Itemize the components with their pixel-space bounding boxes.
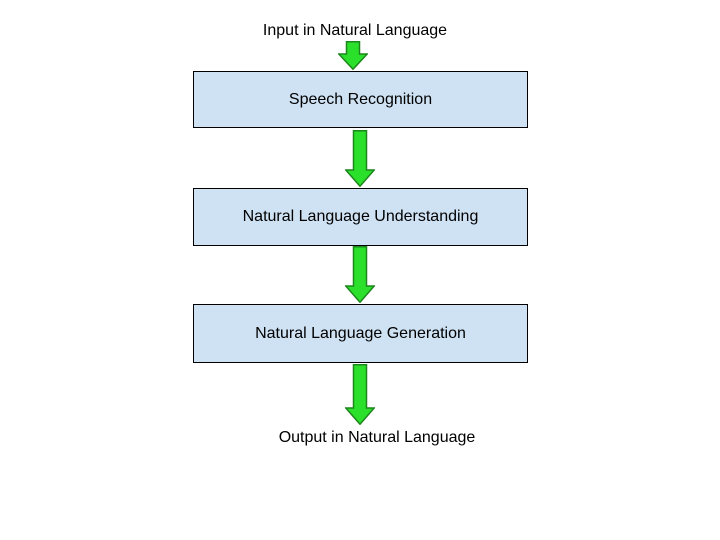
flow-box-label: Natural Language Understanding [242,208,479,225]
down-arrow-icon [345,246,375,303]
down-arrow-icon [345,130,375,187]
down-arrow-icon [345,364,375,425]
flow-box-label: Speech Recognition [288,90,433,108]
input-label: Input in Natural Language [262,22,448,39]
flow-box-natural-language-understanding: Natural Language Understanding [193,188,528,246]
flow-box-speech-recognition: Speech Recognition [193,71,528,128]
flow-box-label: Natural Language Generation [255,324,466,342]
down-arrow-icon [338,41,368,70]
output-label: Output in Natural Language [278,429,476,446]
flow-box-natural-language-generation: Natural Language Generation [193,304,528,363]
